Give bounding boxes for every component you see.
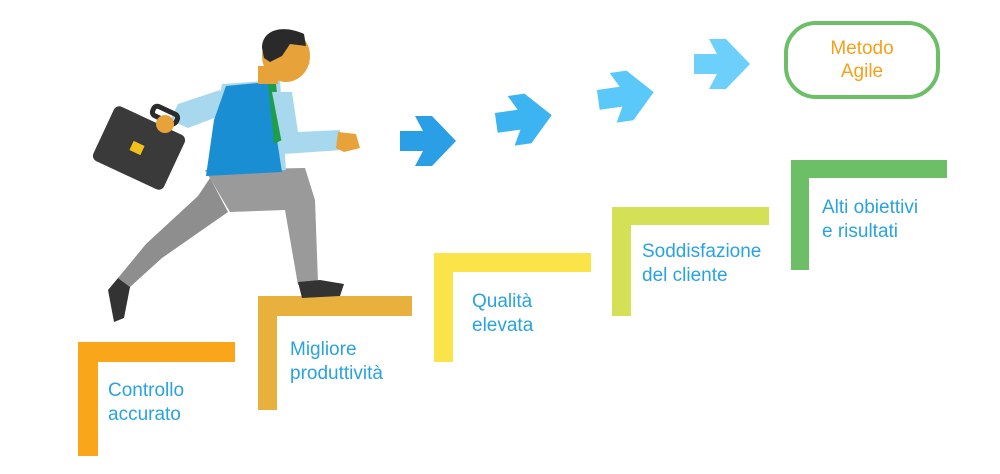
step-1-label-line2: accurato xyxy=(108,404,181,425)
step-2-label-line1: Migliore xyxy=(290,339,357,360)
step-5-label: Alti obiettivi e risultati xyxy=(822,196,918,244)
step-1-label-line1: Controllo xyxy=(108,380,185,401)
step-4-label-line1: Soddisfazione xyxy=(642,241,762,262)
step-5-bracket xyxy=(791,160,947,270)
goal-label-line1: Metodo xyxy=(830,38,894,59)
goal-label-line2: Agile xyxy=(840,61,884,82)
step-4-label-line2: del cliente xyxy=(642,265,728,286)
step-3-label-line1: Qualità xyxy=(472,291,533,312)
step-1-bracket xyxy=(78,342,235,456)
step-3-label: Qualità elevata xyxy=(472,290,533,338)
step-5-label-line2: e risultati xyxy=(822,221,899,242)
arrow-icon xyxy=(596,70,654,123)
step-4-label: Soddisfazione del cliente xyxy=(642,240,761,288)
goal-label: Metodo Agile xyxy=(786,37,938,83)
step-2-bracket xyxy=(258,296,412,410)
step-4-bracket xyxy=(612,207,769,316)
arrow-icon xyxy=(694,39,750,89)
arrow-icon xyxy=(494,93,552,146)
arrow-icon xyxy=(400,116,456,166)
step-3-bracket xyxy=(434,253,591,362)
step-5-label-line1: Alti obiettivi xyxy=(822,197,919,218)
step-3-label-line2: elevata xyxy=(472,315,534,336)
goal-box xyxy=(784,21,940,99)
step-2-label-line2: produttività xyxy=(290,363,383,384)
step-2-label: Migliore produttività xyxy=(290,338,383,386)
businessman-figure xyxy=(92,29,360,322)
step-1-label: Controllo accurato xyxy=(108,379,184,427)
